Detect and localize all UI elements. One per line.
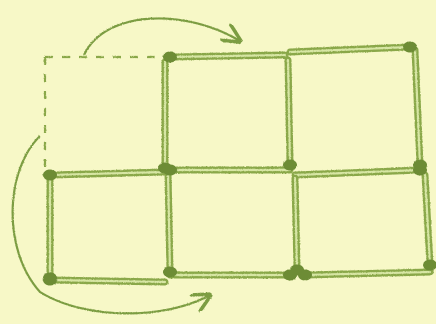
missing-matches-dashed bbox=[45, 57, 165, 168]
match-heads bbox=[43, 42, 436, 286]
matchstick bbox=[295, 178, 297, 270]
matchstick bbox=[50, 280, 165, 282]
match-head bbox=[43, 170, 57, 181]
matchstick bbox=[50, 172, 165, 175]
match-head bbox=[290, 265, 304, 276]
matchsticks bbox=[50, 47, 430, 282]
matchstick bbox=[295, 170, 420, 175]
matchstick bbox=[168, 172, 170, 272]
match-head bbox=[163, 52, 177, 63]
move-arrow-top bbox=[84, 18, 240, 55]
match-head bbox=[43, 273, 57, 284]
matchstick bbox=[425, 175, 430, 265]
matchstick bbox=[305, 272, 430, 275]
move-arrow-bottom bbox=[13, 136, 210, 313]
match-head bbox=[413, 160, 427, 171]
matchstick bbox=[290, 47, 410, 52]
matchstick bbox=[415, 50, 420, 165]
match-head bbox=[283, 160, 297, 171]
matchstick bbox=[170, 55, 285, 57]
match-head bbox=[163, 267, 177, 278]
match-head bbox=[158, 163, 172, 174]
match-head bbox=[403, 42, 417, 53]
matchstick bbox=[288, 60, 290, 165]
